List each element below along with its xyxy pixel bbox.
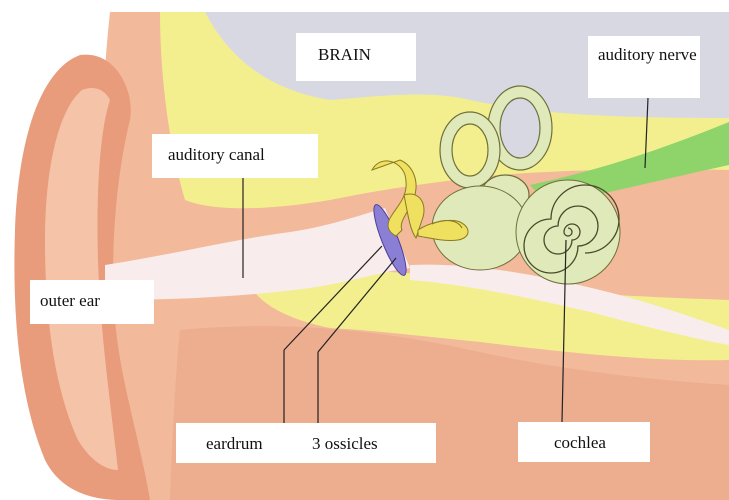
label-auditory-canal: auditory canal bbox=[152, 134, 318, 178]
label-outer-ear: outer ear bbox=[30, 280, 154, 324]
label-ossicles: 3 ossicles bbox=[286, 423, 436, 463]
cochlea-shape bbox=[516, 180, 620, 284]
label-eardrum: eardrum bbox=[176, 423, 286, 463]
label-auditory-nerve: auditory nerve bbox=[588, 36, 700, 98]
label-cochlea: cochlea bbox=[518, 422, 650, 462]
label-brain: BRAIN bbox=[296, 33, 416, 81]
